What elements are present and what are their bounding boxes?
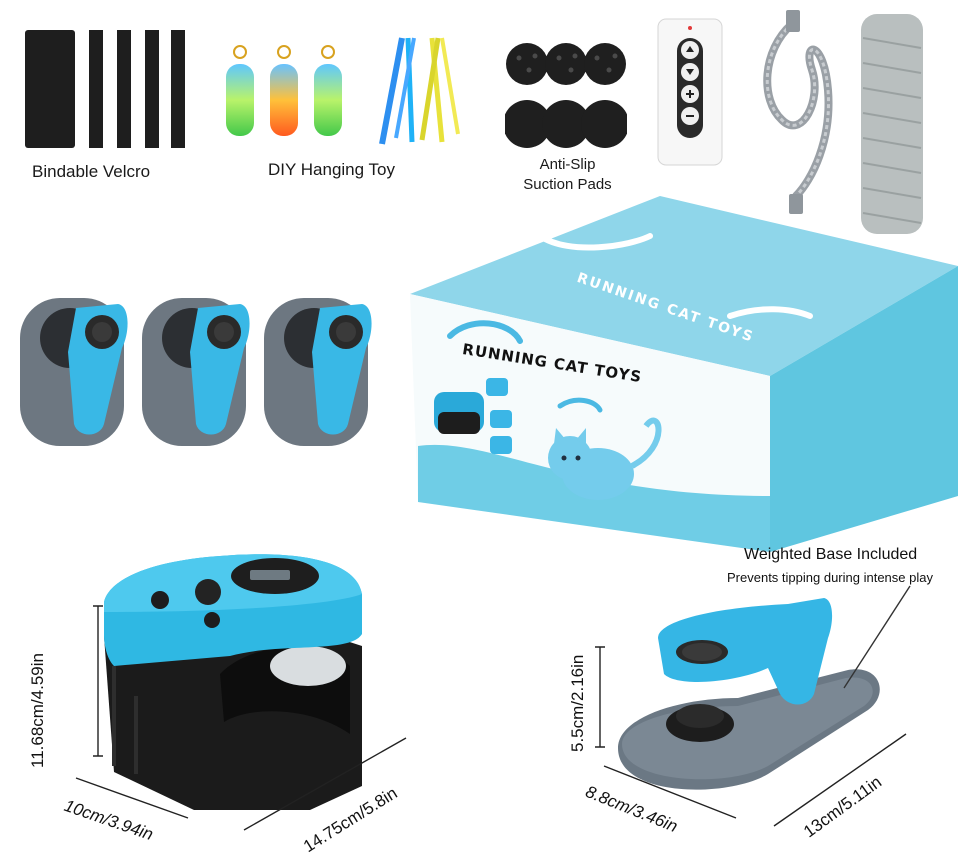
suction-pads-label: Anti-Slip Suction Pads [523,156,612,193]
main-height-label: 11.68cm/4.59in [28,653,47,768]
base-title: Weighted Base Included [744,546,918,563]
remote-control-image [657,18,723,168]
velcro-label: Bindable Velcro [32,162,151,181]
base-height-line [594,645,606,749]
usb-cable-image [752,10,838,216]
cotton-rope-image [855,8,929,240]
base-width-line [770,730,910,830]
product-box-image [410,196,964,554]
main-height-line [92,604,104,758]
weighted-base-image [618,598,888,798]
clip-mounts-image [18,292,388,450]
velcro-straps-image [25,30,185,148]
main-device-image [100,546,370,814]
hanging-toy-label: DIY Hanging Toy [268,160,395,179]
base-subtitle: Prevents tipping during intense play [727,570,933,585]
hanging-toys-image [222,44,342,140]
base-height-label: 5.5cm/2.16in [568,654,587,752]
callout-line [840,584,920,694]
main-depth-line [72,774,192,824]
main-width-line [240,734,410,834]
ribbon-streamers-image [372,34,466,146]
base-depth-line [600,762,740,822]
suction-pads-image [505,40,627,150]
